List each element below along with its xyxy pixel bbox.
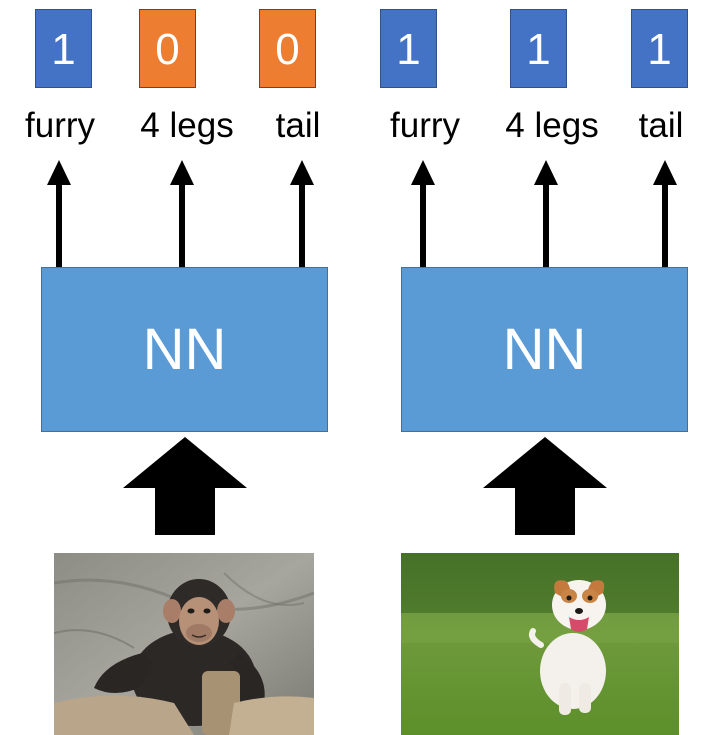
output-arrow-left-tail-head [290, 160, 314, 185]
input-arrow-right [483, 437, 607, 535]
nn-label-right: NN [502, 317, 587, 382]
feature-label-right-furry: furry [390, 106, 460, 145]
output-bit-left-tail: 0 [259, 9, 316, 88]
output-bit-right-furry: 1 [380, 9, 437, 88]
feature-label-right-tail: tail [638, 106, 684, 145]
output-bit-left-furry: 1 [35, 9, 92, 88]
chimpanzee-photo [54, 553, 314, 735]
feature-label-right-4-legs: 4 legs [505, 106, 599, 145]
output-arrow-right-tail-head [653, 160, 677, 185]
input-arrow-left [123, 437, 247, 535]
output-arrow-right-4-legs-head [534, 160, 558, 185]
output-arrow-left-4-legs-head [170, 160, 194, 185]
nn-label-left: NN [142, 317, 227, 382]
neural-network-box-right: NN [401, 267, 688, 432]
feature-label-left-4-legs: 4 legs [140, 106, 234, 145]
output-arrow-right-furry-head [411, 160, 435, 185]
output-bit-right-tail: 1 [631, 9, 688, 88]
output-bit-right-4-legs: 1 [510, 9, 567, 88]
feature-label-left-furry: furry [25, 106, 95, 145]
dog-photo [401, 553, 679, 735]
feature-label-left-tail: tail [275, 106, 321, 145]
output-bit-left-4-legs: 0 [139, 9, 196, 88]
neural-network-box-left: NN [41, 267, 328, 432]
output-arrow-left-furry-head [47, 160, 71, 185]
